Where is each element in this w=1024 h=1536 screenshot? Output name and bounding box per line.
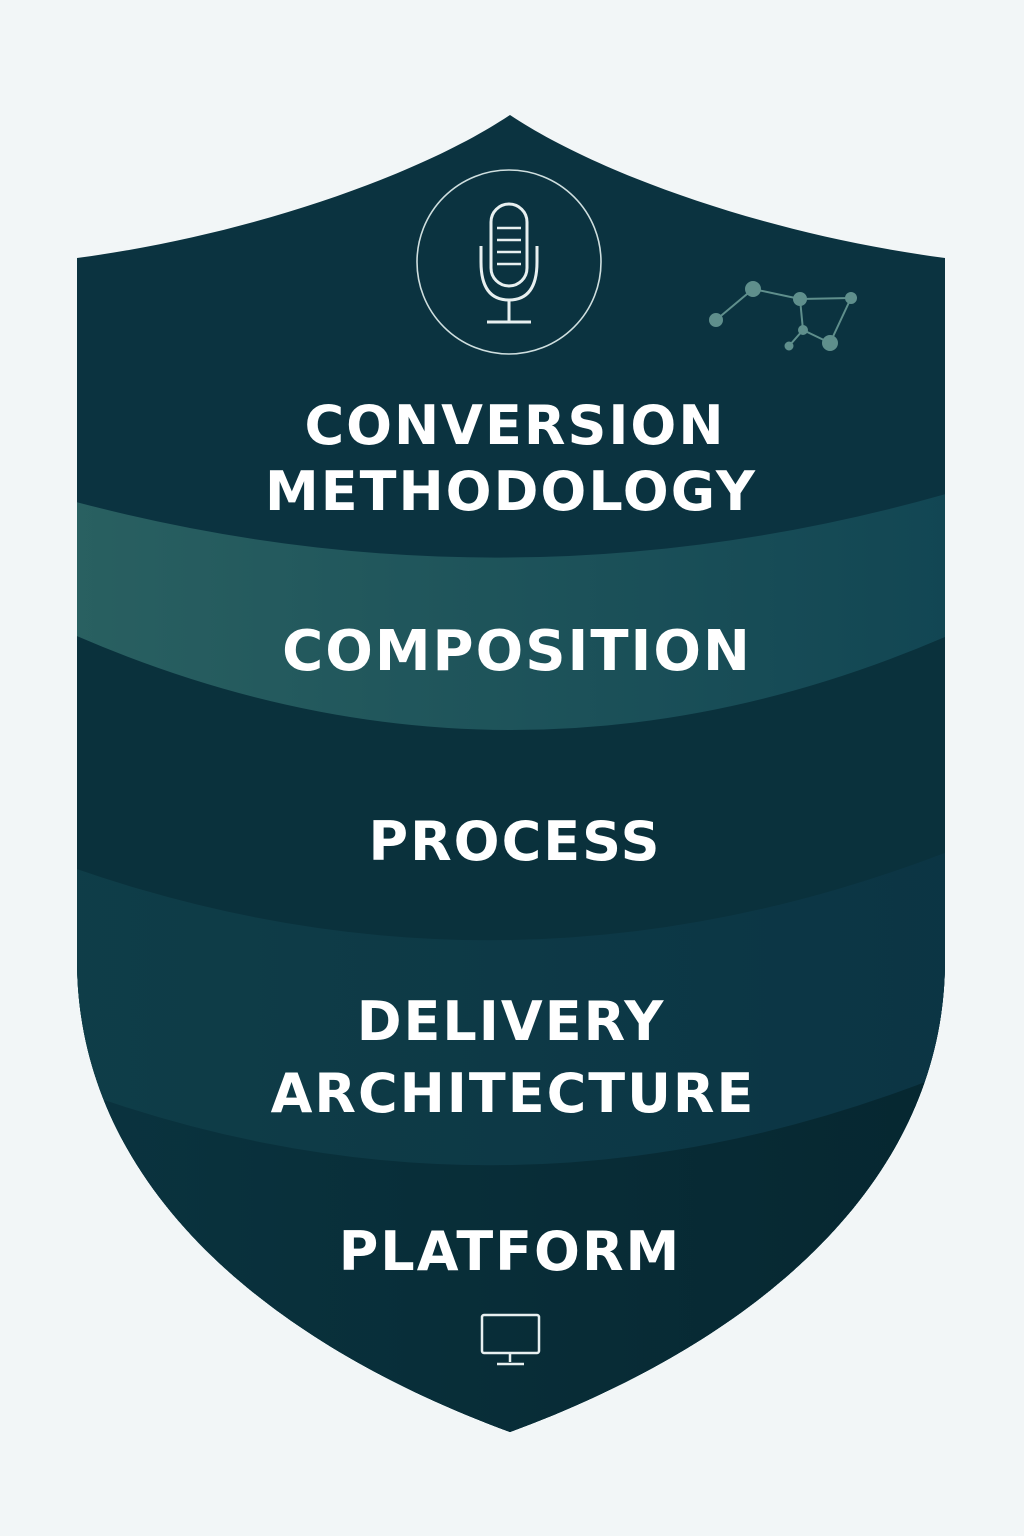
layer-label-conversion-line1: CONVERSION [304, 394, 725, 457]
layer-label-delivery-line2: ARCHITECTURE [271, 1062, 756, 1125]
monitor-icon [480, 1313, 541, 1366]
microphone-icon [416, 169, 602, 355]
constellation-icon [709, 281, 857, 351]
layer-label-delivery-line1: DELIVERY [357, 990, 666, 1053]
layer-label-process: PROCESS [369, 810, 662, 873]
layer-label-platform: PLATFORM [339, 1220, 682, 1283]
layer-label-conversion-line2: METHODOLOGY [265, 460, 757, 523]
layer-label-composition: COMPOSITION [282, 619, 752, 684]
